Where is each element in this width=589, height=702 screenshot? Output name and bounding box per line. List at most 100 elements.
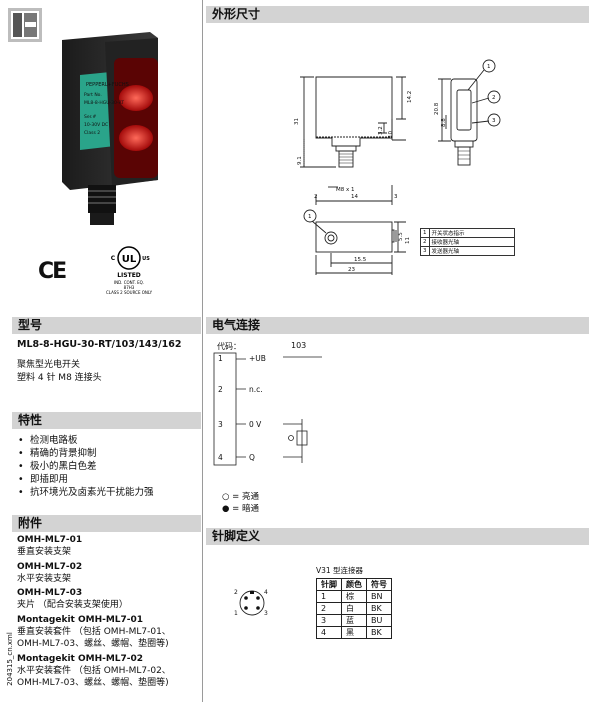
- accessory-name: Montagekit OMH-ML7-02: [17, 653, 144, 664]
- callout-number: 1: [487, 64, 491, 70]
- accessories-header: 附件: [12, 515, 201, 532]
- dim-label: 8.8: [441, 118, 447, 127]
- accessory-desc: OMH-ML7-03、螺丝、螺帽、垫圈等): [17, 678, 169, 689]
- accessory-desc: 水平安装支架: [17, 573, 72, 584]
- dim-label: 3.2: [378, 126, 384, 135]
- legend-num: 1: [420, 228, 430, 238]
- electrical-header: 电气连接: [206, 317, 589, 334]
- pinout-table: 针脚 颜色 符号 1 棕 BN 2 白 BK 3 蓝 BU 4 黑 BK: [316, 578, 392, 639]
- connector-title: V31 型连接器: [316, 566, 364, 575]
- callout-number: 1: [308, 214, 312, 220]
- ul-listed-mark: UL C US LISTED IND. CONT. EQ. 87H3 CLASS…: [106, 246, 153, 295]
- table-cell: 1: [316, 590, 342, 603]
- ul-cert-line: CLASS 2 SOURCE ONLY: [106, 290, 153, 295]
- ul-listed-text: LISTED: [117, 272, 141, 279]
- dim-label: 23: [348, 267, 355, 273]
- pin-number: 4: [218, 453, 223, 462]
- product-label-line: Part No.: [84, 92, 102, 98]
- accessory-desc: 水平安装套件 （包括 OMH-ML7-02、: [17, 665, 171, 676]
- model-header: 型号: [12, 317, 201, 334]
- dim-label: 5.5: [398, 232, 404, 241]
- dim-label: 3: [394, 194, 398, 200]
- connector-pin-number: 1: [234, 610, 238, 617]
- dimension-drawing: 31 14.2 3.2 10 9.1 M8 x 1 14 2 3 20.8 8.…: [294, 59, 501, 275]
- pin-label: Q: [249, 453, 255, 462]
- dimensions-header: 外形尺寸: [206, 6, 589, 23]
- legend-dark-on: ● = 暗通: [222, 504, 259, 514]
- column-divider: [202, 0, 203, 702]
- feature-item: 极小的黑白色差: [14, 460, 199, 473]
- ul-mark-text: UL: [122, 254, 137, 265]
- dim-label: 2: [314, 194, 318, 200]
- table-row: 2 白 BK: [316, 602, 392, 615]
- table-row: 3 蓝 BU: [316, 614, 392, 627]
- feature-item: 检测电路板: [14, 434, 199, 447]
- table-cell: BU: [366, 614, 392, 627]
- dim-label: 14.2: [407, 91, 413, 103]
- accessories-list: OMH-ML7-01 垂直安装支架 OMH-ML7-02 水平安装支架 OMH-…: [17, 534, 201, 690]
- brand-logo-icon: [8, 8, 42, 42]
- feature-item: 抗环境光及卤素光干扰能力强: [14, 486, 199, 499]
- table-cell: BN: [366, 590, 392, 603]
- dim-label: 20.8: [434, 102, 440, 115]
- wiring-diagram: 1 +UB 2 n.c. 3 0 V 4 Q: [213, 352, 322, 466]
- legend-num: 3: [420, 246, 430, 256]
- pin-number: 1: [218, 354, 223, 363]
- pin-number: 2: [218, 385, 223, 394]
- dim-label: M8 x 1: [336, 187, 355, 193]
- model-name: ML8-8-HGU-30-RT/103/143/162: [17, 339, 182, 350]
- connector-pin-number: 3: [264, 610, 268, 617]
- code-label: 代码：: [217, 342, 241, 351]
- column-header: 符号: [366, 578, 392, 591]
- table-cell: 4: [316, 626, 342, 639]
- accessory-desc: 垂直安装支架: [17, 547, 72, 558]
- table-cell: 棕: [341, 590, 367, 603]
- pin-label: +UB: [249, 354, 266, 363]
- legend-text: 发送器光轴: [428, 246, 515, 256]
- callout-number: 3: [492, 118, 496, 124]
- feature-item: 精确的背景抑制: [14, 447, 199, 460]
- pinout-header: 针脚定义: [206, 528, 589, 545]
- ul-c-text: C: [111, 255, 116, 262]
- table-cell: 白: [341, 602, 367, 615]
- table-cell: 蓝: [341, 614, 367, 627]
- dim-label: 31: [294, 118, 300, 125]
- product-label-line: 10-30V DC: [84, 122, 108, 128]
- accessory-name: OMH-ML7-03: [17, 588, 83, 599]
- legend-light-on: ○ = 亮通: [222, 492, 259, 502]
- ul-us-text: US: [142, 256, 150, 262]
- accessory-desc: 夹片 （配合安装支架使用）: [17, 600, 128, 611]
- legend-text: 开关状态指示: [428, 228, 515, 238]
- table-cell: 2: [316, 602, 342, 615]
- product-photo: PEPPERL+FUCHS Part No. ML8-8-HGU-30-RT S…: [62, 32, 158, 225]
- accessory-name: OMH-ML7-01: [17, 535, 83, 545]
- legend-text: 接收器光轴: [428, 237, 515, 247]
- ce-mark: CE: [38, 259, 67, 284]
- table-cell: BK: [366, 602, 392, 615]
- dim-label: 14: [351, 194, 358, 200]
- accessory-desc: 垂直安装套件 （包括 OMH-ML7-01、: [17, 627, 171, 638]
- accessory-desc: OMH-ML7-03、螺丝、螺帽、垫圈等): [17, 639, 169, 650]
- code-value: 103: [291, 341, 307, 350]
- ul-cert-line: 87H3: [124, 285, 135, 290]
- product-label-line: Class 2: [84, 130, 100, 136]
- column-header: 颜色: [341, 578, 367, 591]
- accessory-name: Montagekit OMH-ML7-01: [17, 614, 144, 625]
- callout-number: 2: [492, 95, 496, 101]
- feature-item: 即插即用: [14, 473, 199, 486]
- model-desc-line: 聚焦型光电开关: [17, 360, 81, 370]
- table-row: 4 黑 BK: [316, 626, 392, 639]
- pin-label: 0 V: [249, 420, 262, 429]
- model-desc-line: 塑料 4 针 M8 连接头: [17, 373, 102, 383]
- column-header: 针脚: [316, 578, 342, 591]
- dim-label: 11: [405, 237, 411, 244]
- ul-cert-line: IND. CONT. EQ.: [114, 280, 144, 285]
- pinout-table-header: 针脚 颜色 符号: [316, 578, 392, 591]
- accessory-name: OMH-ML7-02: [17, 561, 83, 572]
- dim-label: 10: [388, 131, 394, 138]
- product-label-line: Ser.#: [84, 114, 96, 120]
- connector-pin-number: 2: [234, 589, 238, 596]
